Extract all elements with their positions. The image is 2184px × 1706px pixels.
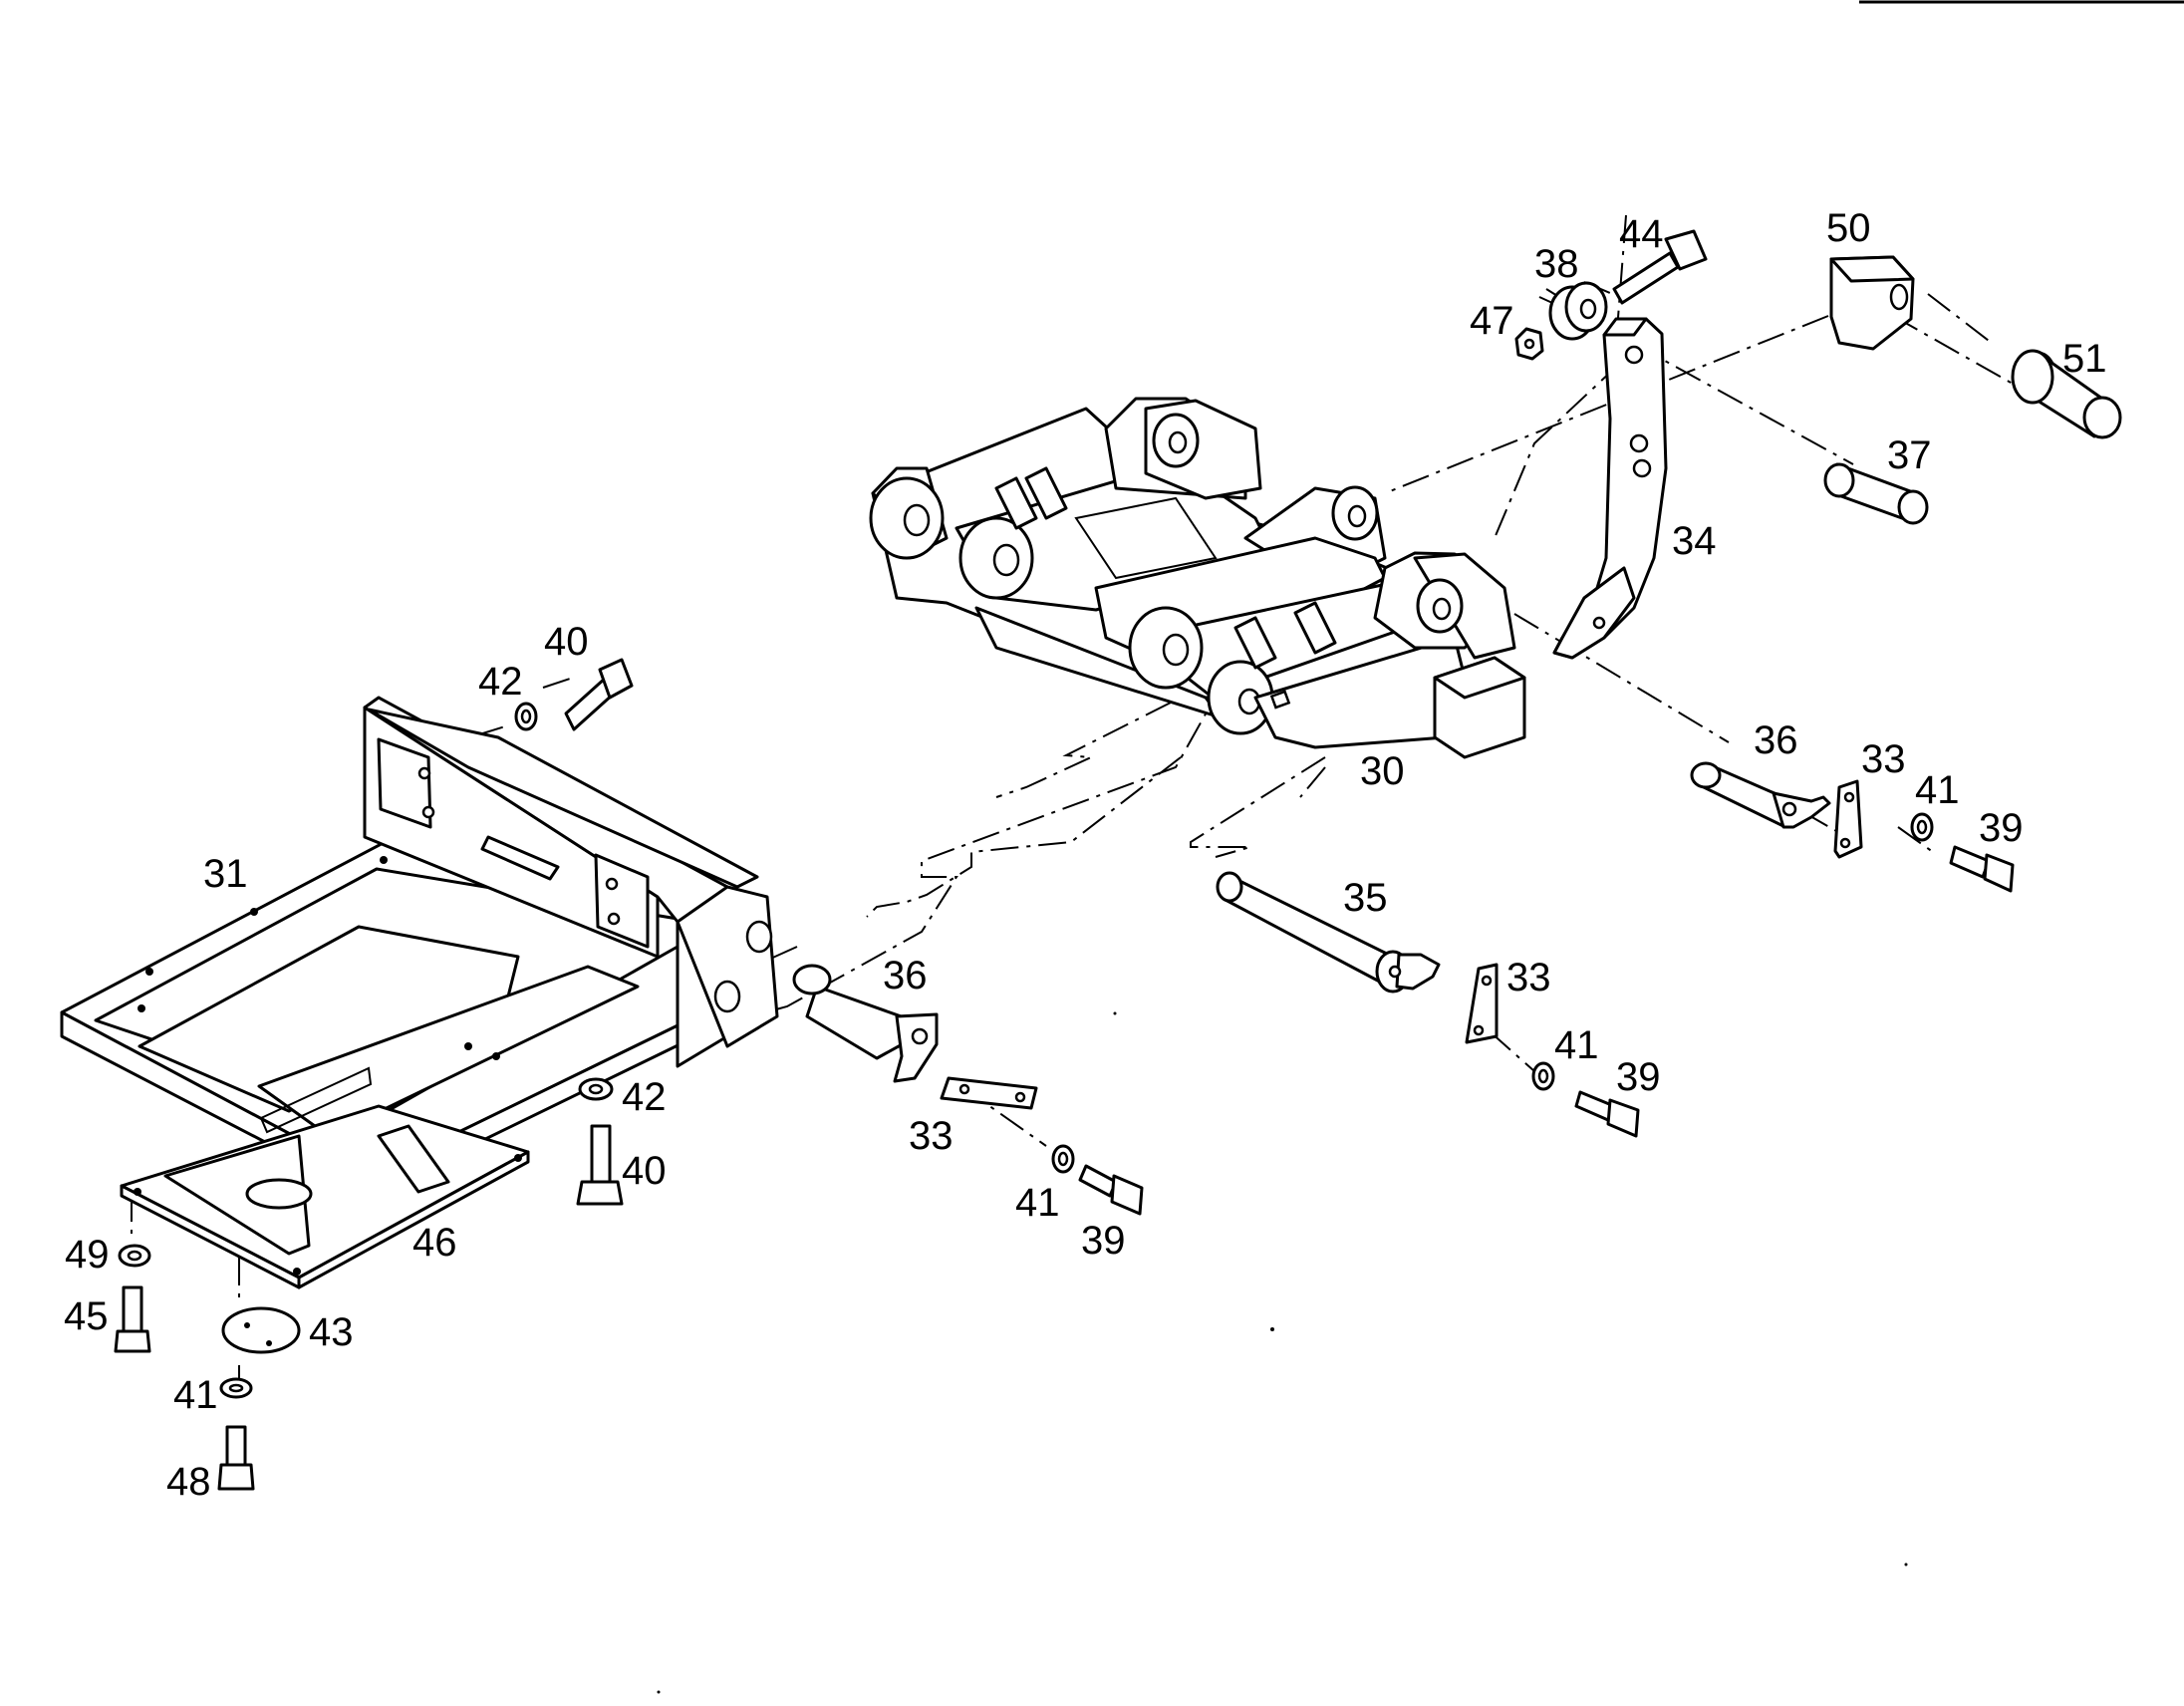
part-37-pin — [1823, 462, 1929, 525]
part-39-bolt-right — [1949, 845, 2015, 893]
part-39-bolt-middle — [1574, 1090, 1640, 1138]
label-part-51: 51 — [2062, 337, 2107, 381]
label-part-48: 48 — [166, 1460, 211, 1504]
label-part-42-bottom: 42 — [622, 1075, 667, 1119]
label-part-34: 34 — [1672, 519, 1717, 563]
label-part-33-middle: 33 — [1506, 956, 1551, 999]
part-46-plate — [120, 1104, 530, 1289]
part-36-pin-right — [1690, 761, 1831, 829]
part-33-lock-plate-middle — [1465, 963, 1499, 1044]
label-part-45: 45 — [64, 1294, 109, 1338]
part-36-pin-lower — [792, 964, 939, 1083]
label-part-46: 46 — [412, 1221, 457, 1265]
label-part-47: 47 — [1470, 299, 1514, 343]
part-45-bolt — [114, 1285, 151, 1353]
label-part-39-right: 39 — [1979, 806, 2024, 850]
label-part-41-lower: 41 — [1015, 1181, 1060, 1225]
part-41-washer-bottom-left — [219, 1377, 253, 1399]
label-part-43: 43 — [309, 1310, 354, 1354]
part-44-bolt — [1612, 229, 1708, 305]
part-43-disc — [221, 1306, 301, 1354]
part-51-pin — [2011, 349, 2122, 439]
label-part-49: 49 — [65, 1233, 110, 1277]
label-part-42-top: 42 — [478, 660, 523, 704]
part-40-bolt-top — [564, 658, 634, 731]
label-part-40-top: 40 — [544, 620, 589, 664]
label-part-35: 35 — [1343, 876, 1388, 920]
part-42-washer-top — [514, 702, 538, 731]
part-34-ripper-shank — [1552, 317, 1668, 660]
label-part-36-lower: 36 — [883, 954, 928, 997]
label-part-39-lower: 39 — [1081, 1219, 1126, 1263]
label-part-41-right: 41 — [1915, 768, 1960, 812]
part-35-long-pin — [1216, 871, 1441, 994]
part-50-block — [1829, 255, 1915, 351]
part-47-nut — [1514, 327, 1544, 361]
label-part-37: 37 — [1887, 433, 1932, 477]
label-part-41-bottom-left: 41 — [173, 1373, 218, 1417]
part-41-washer-right — [1910, 812, 1934, 842]
part-38-bushing — [1548, 281, 1608, 341]
label-part-41-middle: 41 — [1554, 1023, 1599, 1067]
label-part-40-bottom: 40 — [622, 1149, 667, 1193]
label-part-44: 44 — [1619, 212, 1664, 256]
label-part-33-lower: 33 — [909, 1114, 954, 1158]
callout-labels: 30 31 33 33 33 34 35 36 36 37 38 39 39 3… — [64, 206, 2107, 1504]
label-part-38: 38 — [1534, 242, 1579, 286]
scan-specks — [657, 1011, 1908, 1694]
part-48-bolt — [217, 1425, 255, 1491]
part-41-washer-lower — [1051, 1144, 1075, 1174]
label-part-30: 30 — [1360, 749, 1405, 793]
part-41-washer-middle — [1531, 1061, 1555, 1091]
part-49-washer — [118, 1244, 151, 1268]
label-part-33-right: 33 — [1861, 737, 1906, 781]
part-39-bolt-lower — [1078, 1164, 1144, 1216]
part-42-washer-bottom — [578, 1077, 614, 1101]
label-part-50: 50 — [1826, 206, 1871, 250]
part-33-lock-plate-lower — [940, 1076, 1038, 1110]
label-part-36-right: 36 — [1754, 718, 1798, 762]
part-30-main-frame — [869, 397, 1526, 759]
label-part-31: 31 — [203, 852, 248, 896]
part-33-lock-plate-right — [1833, 779, 1863, 859]
part-40-bolt-bottom — [576, 1124, 624, 1206]
label-part-39-middle: 39 — [1616, 1055, 1661, 1099]
